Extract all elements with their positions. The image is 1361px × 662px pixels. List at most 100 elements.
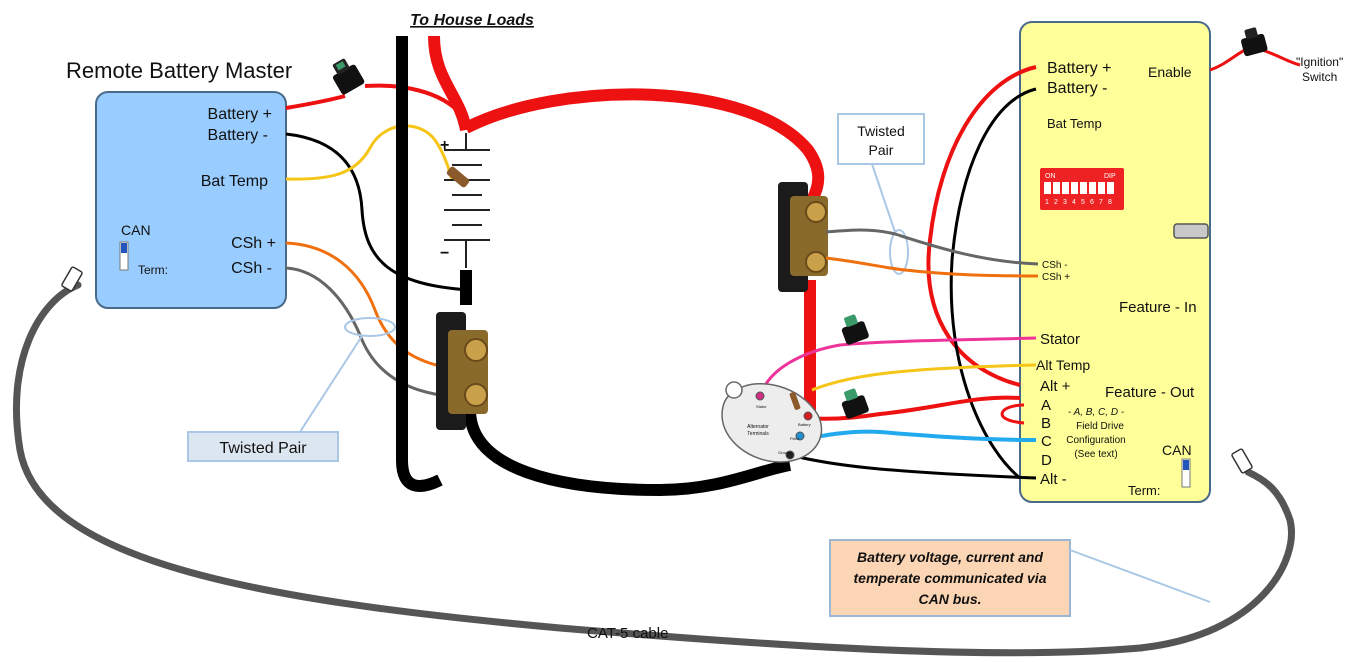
remote-csh-neg-label: CSh - — [231, 260, 272, 277]
twisted-pair-top-callout — [837, 113, 925, 165]
dip-dip-label: DIP — [1104, 173, 1116, 180]
wire-remote-csh-pos — [285, 241, 463, 372]
ignition-line2: Switch — [1302, 70, 1337, 84]
shunt-right — [778, 182, 828, 292]
dip-on-label: ON — [1045, 173, 1056, 180]
can-note-line3: CAN bus. — [919, 591, 982, 607]
remote-battery-pos-label: Battery + — [208, 106, 272, 123]
battery-minus-label: − — [440, 245, 449, 262]
cat5-cable-label: CAT-5 cable — [587, 625, 668, 642]
remote-master-box — [95, 91, 287, 309]
remote-bat-temp-label: Bat Temp — [201, 173, 268, 190]
dip-num-6: 6 — [1090, 199, 1094, 206]
remote-battery-neg-label: Battery - — [208, 127, 268, 144]
twisted-pair-ring-left — [344, 317, 396, 337]
dip-num-4: 4 — [1072, 199, 1076, 206]
reg-can-label: CAN — [1162, 442, 1192, 458]
rj45-left-connector — [61, 266, 83, 292]
reg-alt-neg-label: Alt - — [1040, 471, 1067, 488]
wire-ab-jumper — [1000, 403, 1025, 425]
reg-c-label: C — [1041, 433, 1052, 450]
wire-enable-to-ignition — [1209, 48, 1301, 72]
twisted-pair-top-line2: Pair — [869, 142, 894, 158]
rj45-right-connector — [1231, 448, 1253, 474]
reg-a-label: A — [1041, 397, 1051, 414]
cable-black-shunt-to-alt — [464, 409, 792, 497]
reg-b-label: B — [1041, 415, 1051, 432]
note-callout-line — [1069, 549, 1211, 603]
reg-field-line1: - A, B, C, D - — [1068, 407, 1125, 418]
dip-switch[interactable]: ON DIP 1 2 3 4 5 6 7 8 — [1040, 168, 1124, 210]
header-to-house-loads: To House Loads — [410, 12, 534, 29]
wire-stator — [760, 336, 1037, 393]
twisted-pair-ring-right — [889, 229, 909, 275]
reg-bat-temp-label: Bat Temp — [1047, 116, 1102, 131]
remote-term-label: Term: — [138, 263, 168, 277]
twisted-pair-bottom-callout — [187, 431, 339, 462]
callout-line-top — [871, 163, 897, 236]
reg-battery-neg-label: Battery - — [1047, 80, 1107, 97]
alt-pos-inline-fuse — [841, 388, 869, 419]
wire-field — [799, 429, 1037, 442]
dip-num-2: 2 — [1054, 199, 1058, 206]
reg-field-line4: (See text) — [1074, 449, 1117, 460]
alt-ground-terminal-label: Ground — [778, 450, 791, 455]
dip-num-8: 8 — [1108, 199, 1112, 206]
remote-term-switch[interactable] — [119, 241, 129, 271]
can-note-line2: temperate communicated via — [854, 570, 1047, 586]
battery-symbol — [444, 133, 490, 268]
callout-line-left — [297, 335, 363, 436]
reg-term-switch-knob — [1183, 460, 1189, 470]
alt-stator-terminal-label: Stator — [756, 404, 767, 409]
reg-term-label: Term: — [1128, 483, 1161, 498]
temp-sensor-lug — [446, 166, 470, 188]
reg-term-switch[interactable] — [1181, 458, 1191, 488]
dip-num-3: 3 — [1063, 199, 1067, 206]
remote-can-label: CAN — [121, 222, 151, 238]
stator-inline-fuse — [841, 314, 869, 345]
can-note-box — [829, 539, 1071, 617]
cable-red-house — [428, 35, 472, 132]
battery-plus-label: + — [440, 137, 449, 154]
dip-num-5: 5 — [1081, 199, 1085, 206]
wire-alt-temp — [811, 363, 1037, 392]
alt-label-line1: Alternator — [747, 424, 769, 430]
reg-d-label: D — [1041, 452, 1052, 469]
shunt-left — [436, 312, 488, 430]
wire-reg-battery-pos — [926, 65, 1037, 387]
reg-stator-label: Stator — [1040, 331, 1080, 348]
alt-label-line2: Terminals — [747, 431, 769, 437]
remote-term-switch-knob — [121, 243, 127, 253]
reg-csh-pos-label: CSh + — [1042, 272, 1070, 283]
wire-alt-ground — [789, 453, 1037, 480]
twisted-pair-top-line1: Twisted — [857, 123, 904, 139]
wire-remote-battery-neg — [285, 132, 471, 292]
alt-battery-terminal-label: Battery — [798, 422, 811, 427]
cat5-cable — [13, 281, 1295, 657]
remote-master-title: Remote Battery Master — [66, 58, 292, 83]
reg-feature-in-label: Feature - In — [1119, 299, 1197, 316]
remote-csh-pos-label: CSh + — [231, 235, 276, 252]
dip-num-7: 7 — [1099, 199, 1103, 206]
usb-port[interactable] — [1173, 223, 1209, 239]
reg-field-line3: Configuration — [1066, 435, 1125, 446]
reg-feature-out-label: Feature - Out — [1105, 384, 1195, 401]
twisted-pair-bottom-label: Twisted Pair — [219, 440, 307, 457]
wire-remote-battery-pos — [285, 83, 464, 117]
wire-reg-csh-neg — [825, 228, 1039, 266]
reg-csh-neg-label: CSh - — [1042, 260, 1068, 271]
ignition-inline-fuse — [1241, 27, 1268, 57]
cable-red-battery-to-shunt — [463, 88, 825, 203]
dip-num-1: 1 — [1045, 199, 1049, 206]
reg-field-line2: Field Drive — [1076, 421, 1124, 432]
reg-enable-label: Enable — [1148, 64, 1192, 80]
reg-battery-pos-label: Battery + — [1047, 60, 1111, 77]
reg-alt-pos-label: Alt + — [1040, 378, 1071, 395]
alternator-terminals — [721, 381, 823, 463]
remote-inline-fuse — [332, 58, 365, 95]
cable-black-main-negative — [396, 36, 443, 492]
ignition-line1: "Ignition" — [1296, 55, 1343, 69]
wire-alt-pos-fused — [805, 395, 1021, 421]
alt-field-terminal-label: Field — [790, 436, 799, 441]
